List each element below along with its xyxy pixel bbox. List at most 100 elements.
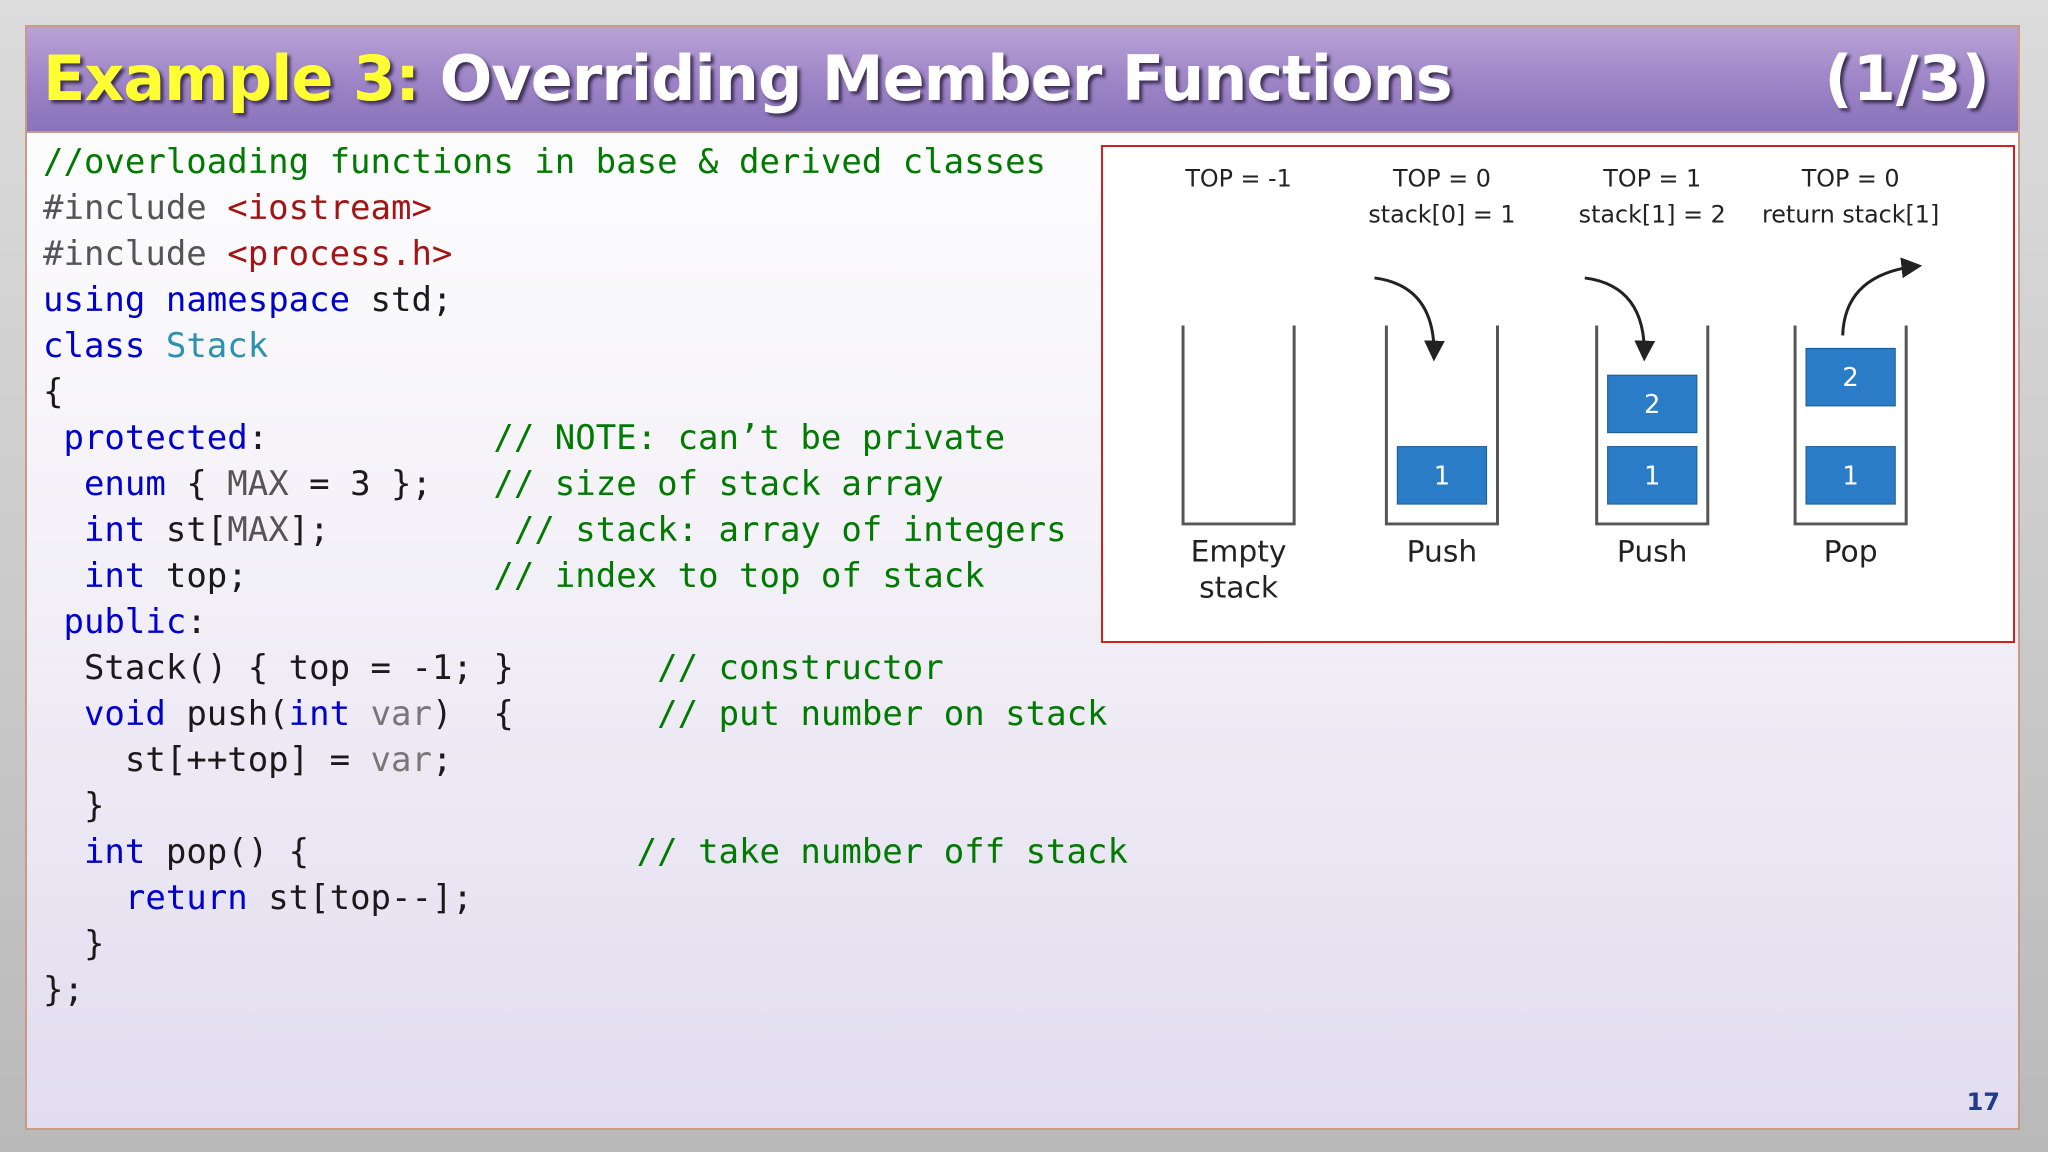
stack-block <box>1805 446 1896 505</box>
code-token: }; <box>43 970 84 1010</box>
stack-block <box>1805 347 1896 407</box>
code-token <box>43 878 125 918</box>
pop-arrow-icon <box>1841 257 1923 336</box>
code-token: int <box>83 832 146 872</box>
code-token: var <box>370 740 432 780</box>
slide-title: Example 3: Overriding Member Functions <box>43 35 1453 123</box>
code-token: ; <box>431 740 453 780</box>
stage-header-text: TOP = 1 <box>1602 165 1701 193</box>
code-token: //overloading functions in base & derive… <box>43 142 1047 182</box>
code-token: std; <box>350 280 453 320</box>
code-token: : <box>247 418 494 458</box>
stack-block <box>1396 446 1488 505</box>
code-token: { <box>43 372 64 412</box>
code-token: int <box>83 556 146 596</box>
stack-block-value: 1 <box>1842 461 1858 491</box>
code-line: st[++top] = var; <box>43 737 1128 783</box>
code-token: // put number on stack <box>657 694 1108 734</box>
code-token: // constructor <box>657 648 944 688</box>
code-token <box>43 418 63 458</box>
stage-header-text: TOP = 0 <box>1392 165 1491 193</box>
code-token: public <box>63 602 187 642</box>
code-token <box>145 326 165 366</box>
stack-block <box>1607 374 1698 434</box>
code-token <box>43 694 84 734</box>
code-token: // index to top of stack <box>493 556 985 596</box>
stack-block-value: 2 <box>1842 363 1858 393</box>
push-arrow-icon <box>1374 276 1445 362</box>
code-token: st[++top] = <box>43 740 371 780</box>
code-token: } <box>43 924 105 964</box>
code-token: ]; <box>288 510 514 550</box>
code-token: ) { <box>432 694 658 734</box>
code-line: #include <iostream> <box>43 185 1128 231</box>
code-line: //overloading functions in base & derive… <box>43 139 1128 185</box>
code-line: #include <process.h> <box>43 231 1128 277</box>
code-token: return <box>124 878 248 918</box>
code-token: int <box>288 694 351 734</box>
title-main: Overriding Member Functions <box>439 42 1453 115</box>
code-line: protected: // NOTE: can’t be private <box>43 415 1128 461</box>
push-arrow-icon <box>1584 276 1656 362</box>
title-bar: Example 3: Overriding Member Functions (… <box>27 27 2018 133</box>
code-line: } <box>43 783 1128 829</box>
stage-label: stack <box>1199 570 1279 605</box>
code-token <box>43 602 63 642</box>
code-token: <process.h> <box>227 234 453 274</box>
code-token: } <box>43 786 105 826</box>
code-token: top; <box>145 556 494 596</box>
code-line: } <box>43 921 1128 967</box>
stage-header-text: TOP = -1 <box>1184 165 1291 193</box>
stack-container <box>1181 325 1296 526</box>
code-token: st[ <box>145 510 228 550</box>
code-token: // take number off stack <box>636 832 1128 872</box>
stage-header-text: return stack[1] <box>1762 200 1939 228</box>
code-token: #include <box>43 234 228 274</box>
code-line: return st[top--]; <box>43 875 1128 921</box>
code-line: void push(int var) { // put number on st… <box>43 691 1128 737</box>
code-token: Stack() { top = -1; } <box>43 648 658 688</box>
code-token: : <box>186 602 207 642</box>
code-token <box>43 464 84 504</box>
code-token: push( <box>165 694 289 734</box>
code-token: void <box>83 694 166 734</box>
stack-block-value: 1 <box>1434 461 1450 491</box>
stage-label: Push <box>1407 535 1478 570</box>
code-token: enum <box>83 464 166 504</box>
code-line: public: <box>43 599 1128 645</box>
code-line: }; <box>43 967 1128 1013</box>
code-token <box>43 556 84 596</box>
code-token: #include <box>43 188 228 228</box>
code-token: MAX <box>227 464 289 504</box>
page-number: 17 <box>1966 1088 2000 1116</box>
code-token: var <box>370 694 432 734</box>
stack-container <box>1384 325 1499 526</box>
code-token: class <box>43 326 146 366</box>
code-line: int top; // index to top of stack <box>43 553 1128 599</box>
stage-label: Empty <box>1191 535 1287 570</box>
code-token: // size of stack array <box>493 464 944 504</box>
code-token: namespace <box>165 280 351 320</box>
code-block: //overloading functions in base & derive… <box>43 139 1128 1013</box>
stage-label: Push <box>1617 535 1688 570</box>
code-token <box>43 510 84 550</box>
code-line: using namespace std; <box>43 277 1128 323</box>
stage-header-text: TOP = 0 <box>1801 165 1900 193</box>
code-token: using <box>43 280 146 320</box>
stack-container <box>1793 325 1908 526</box>
stack-block-value: 1 <box>1644 461 1660 491</box>
stage-header-text: stack[1] = 2 <box>1579 200 1726 228</box>
code-token: <iostream> <box>227 188 432 228</box>
code-line: int st[MAX]; // stack: array of integers <box>43 507 1128 553</box>
stack-container <box>1595 325 1710 526</box>
code-token: Stack <box>165 326 269 366</box>
code-token: st[top--]; <box>247 878 473 918</box>
code-token: MAX <box>227 510 289 550</box>
code-token: protected <box>63 418 248 458</box>
code-line: { <box>43 369 1128 415</box>
code-token: int <box>83 510 146 550</box>
code-token <box>145 280 165 320</box>
code-token: // stack: array of integers <box>513 510 1067 550</box>
code-token <box>43 832 84 872</box>
